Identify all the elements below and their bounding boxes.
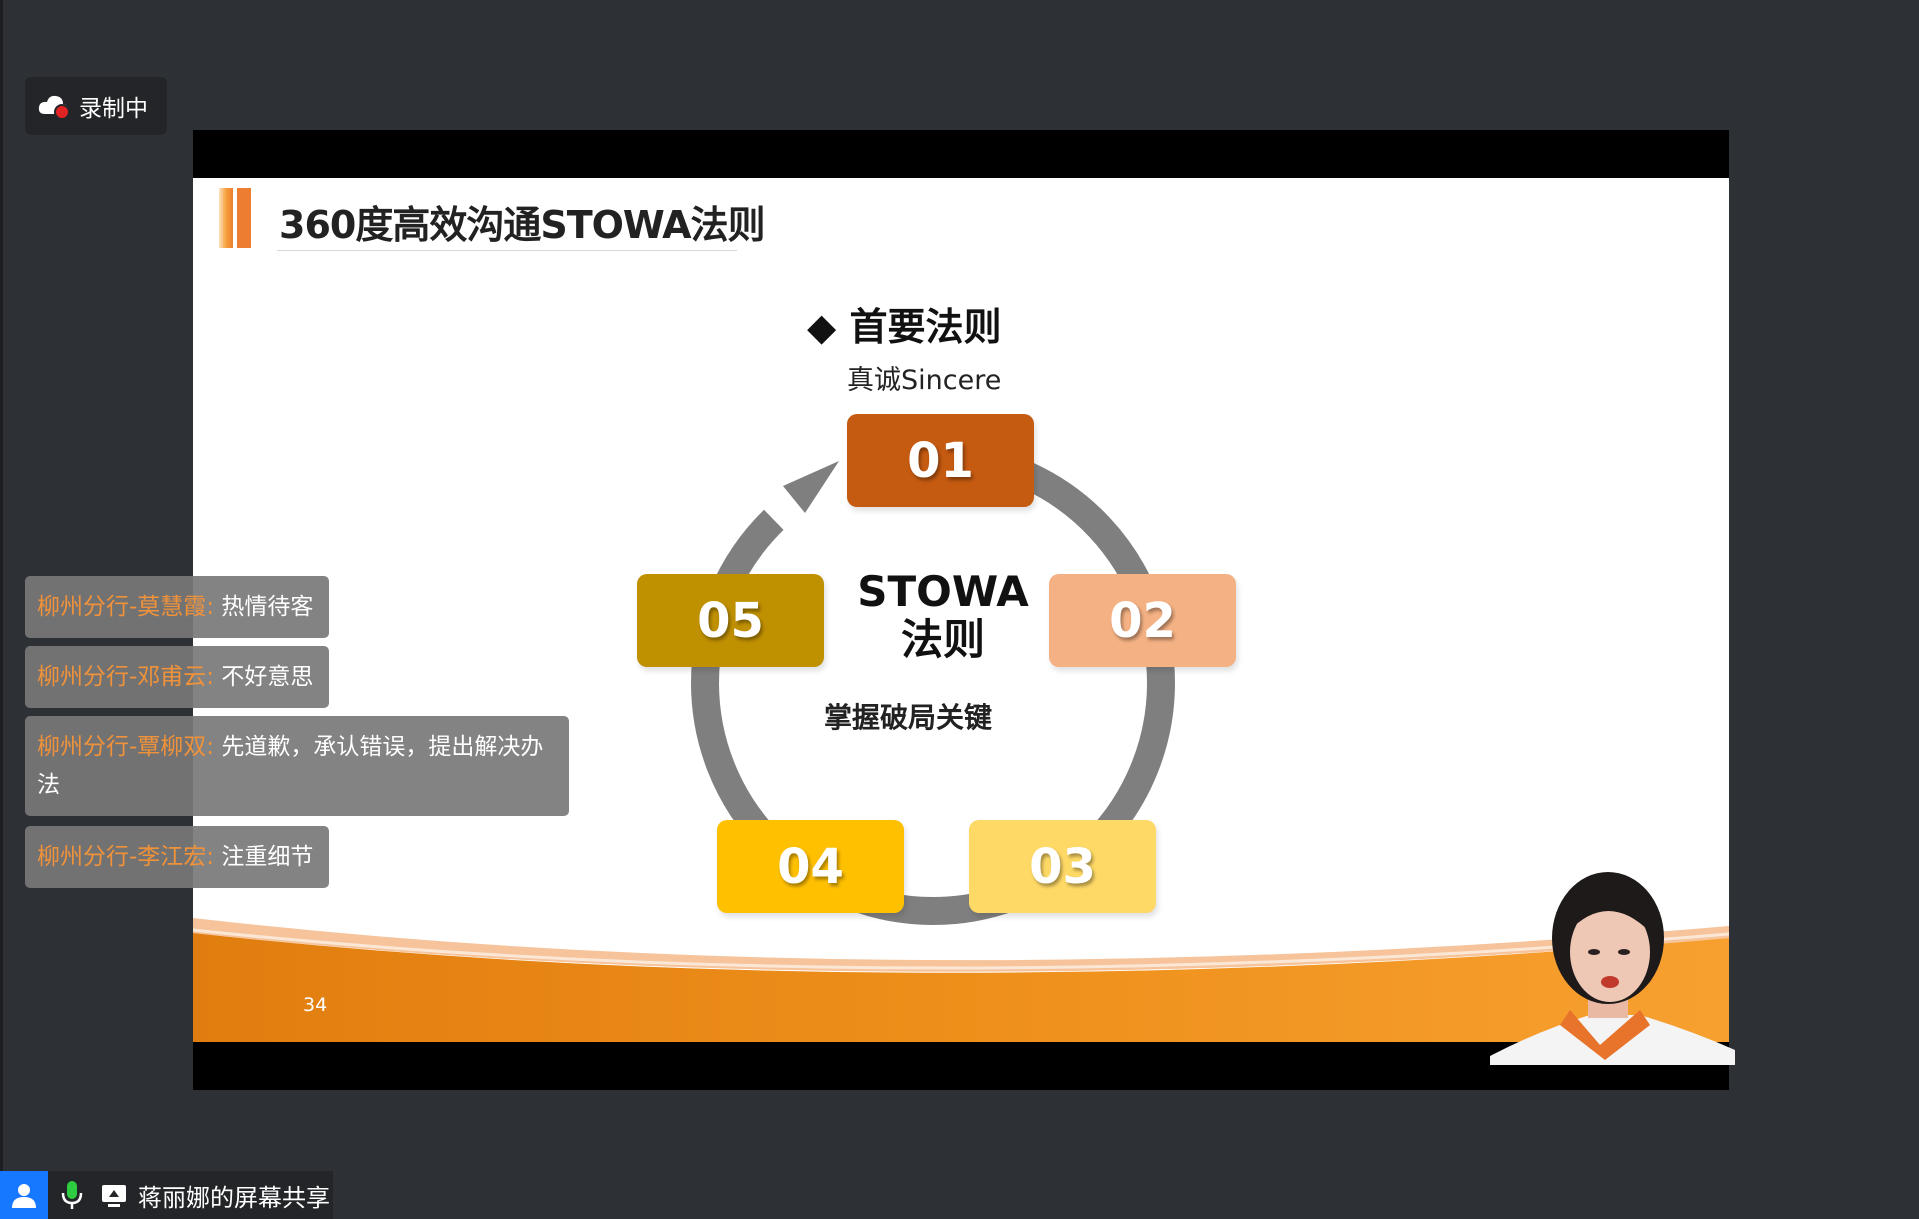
- chat-message: 柳州分行-邓甫云: 不好意思: [25, 646, 330, 708]
- chat-sender: 柳州分行-邓甫云:: [37, 664, 215, 690]
- cycle-arrow-head: [783, 461, 839, 513]
- bottom-wave-highlight: [193, 928, 1729, 970]
- step-03: 03: [969, 820, 1156, 913]
- step-02: 02: [1049, 574, 1236, 667]
- page-number: 34: [303, 994, 328, 1016]
- window-edge: [0, 0, 3, 1219]
- chat-message: 柳州分行-莫慧霞: 热情待客: [25, 576, 330, 638]
- center-title-line1: STOWA: [857, 567, 1029, 616]
- chat-message: 柳州分行-覃柳双: 先道歉，承认错误，提出解决办法: [25, 716, 569, 816]
- presenter-video: [1490, 872, 1735, 1065]
- chat-bubble: 柳州分行-覃柳双: 先道歉，承认错误，提出解决办法: [25, 716, 569, 816]
- participant-button[interactable]: [0, 1171, 48, 1219]
- cycle-ring: [691, 441, 1175, 925]
- microphone-icon: [61, 1181, 83, 1209]
- screen-share-label: 蒋丽娜的屏幕共享: [138, 1183, 330, 1212]
- chat-sender: 柳州分行-莫慧霞:: [37, 594, 215, 620]
- screen-share-icon: [102, 1185, 126, 1207]
- title-accent-bar: [219, 188, 251, 248]
- screen-share-button[interactable]: [96, 1177, 132, 1213]
- shared-screen: 360度高效沟通STOWA法则 ◆ 首要法则 真诚Sincere 01 02 0…: [193, 130, 1729, 1090]
- recording-label: 录制中: [79, 96, 148, 122]
- principle-subtitle: 真诚Sincere: [847, 365, 1002, 396]
- chat-bubble: 柳州分行-莫慧霞: 热情待客: [25, 576, 330, 638]
- cloud-record-icon: [38, 95, 70, 120]
- chat-bubble: 柳州分行-李江宏: 注重细节: [25, 826, 330, 888]
- bottom-wave: [193, 933, 1729, 1042]
- chat-text: 注重细节: [221, 844, 314, 870]
- chat-text: 热情待客: [221, 594, 314, 620]
- chat-text: 不好意思: [221, 664, 314, 690]
- slide-title: 360度高效沟通STOWA法则: [279, 203, 766, 247]
- step-01: 01: [847, 414, 1034, 507]
- step-04: 04: [717, 820, 904, 913]
- chat-sender: 柳州分行-李江宏:: [37, 844, 215, 870]
- center-title-line2: 法则: [900, 615, 985, 664]
- center-subtitle: 掌握破局关键: [823, 701, 992, 734]
- principle-heading: ◆ 首要法则: [807, 305, 1002, 349]
- center-title: STOWA 法则: [853, 568, 1033, 664]
- chat-text: 先道歉，承认错误，提出解决办法: [37, 734, 544, 798]
- chat-message: 柳州分行-李江宏: 注重细节: [25, 826, 330, 888]
- presentation-slide: 360度高效沟通STOWA法则 ◆ 首要法则 真诚Sincere 01 02 0…: [193, 178, 1729, 1042]
- step-05: 05: [637, 574, 824, 667]
- bottom-toolbar: 蒋丽娜的屏幕共享: [0, 1171, 333, 1219]
- recording-indicator[interactable]: 录制中: [25, 77, 167, 135]
- chat-sender: 柳州分行-覃柳双:: [37, 734, 215, 760]
- microphone-button[interactable]: [54, 1177, 90, 1213]
- chat-bubble: 柳州分行-邓甫云: 不好意思: [25, 646, 330, 708]
- title-divider: [277, 250, 737, 251]
- cycle-diagram: [193, 441, 1729, 1042]
- user-icon: [12, 1184, 36, 1208]
